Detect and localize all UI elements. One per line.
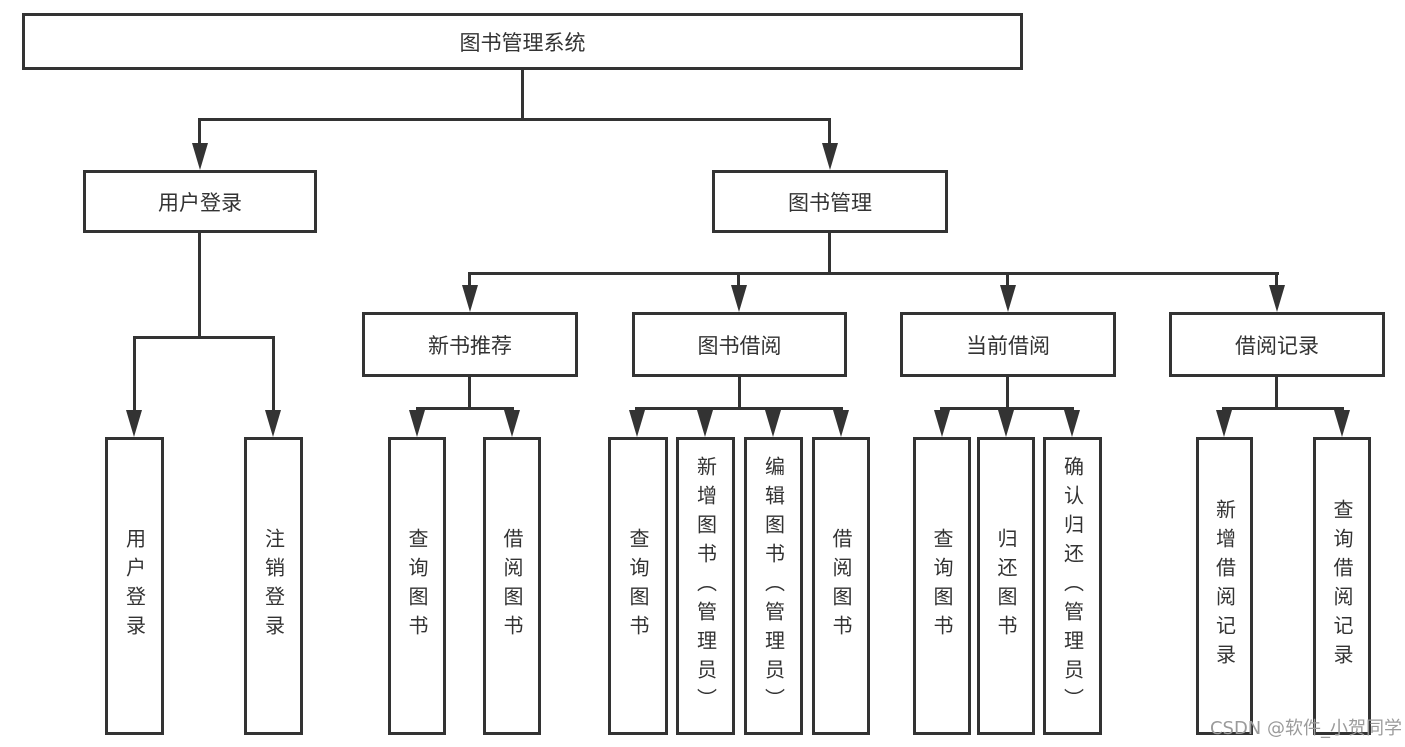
node-current-borrowing: 当前借阅 [900,312,1116,377]
leaf-user-login: 用户登录 [105,437,164,735]
node-label: 新书推荐 [428,333,512,358]
node-book-management: 图书管理 [712,170,948,233]
arrowhead-down-icon [1000,285,1016,312]
connector-line [1275,272,1278,286]
arrowhead-down-icon [1334,410,1350,437]
arrowhead-down-icon [462,285,478,312]
leaf-edit-book-admin: 编辑图书（管理员） [744,437,803,735]
connector-line [198,118,831,121]
leaf-add-book-admin: 新增图书（管理员） [676,437,735,735]
connector-line [468,272,471,286]
leaf-label: 归还图书 [994,528,1018,644]
connector-line [1275,377,1278,407]
leaf-query-books-current: 查询图书 [913,437,971,735]
node-library-management-system: 图书管理系统 [22,13,1023,70]
leaf-label: 确认归还（管理员） [1060,455,1085,717]
node-label: 用户登录 [158,190,242,215]
arrowhead-down-icon [1216,410,1232,437]
arrowhead-down-icon [1269,285,1285,312]
node-label: 当前借阅 [966,333,1050,358]
leaf-label: 借阅图书 [500,528,524,644]
leaf-label: 借阅图书 [829,528,853,644]
leaf-label: 注销登录 [261,528,286,644]
arrowhead-down-icon [192,143,208,170]
connector-line [1222,407,1344,410]
leaf-query-borrow-record: 查询借阅记录 [1313,437,1371,735]
leaf-return-books: 归还图书 [977,437,1035,735]
arrowhead-down-icon [765,410,781,437]
connector-line [1006,377,1009,407]
arrowhead-down-icon [629,410,645,437]
connector-line [133,336,136,411]
node-label: 图书借阅 [697,333,782,358]
leaf-add-borrow-record: 新增借阅记录 [1196,437,1253,735]
connector-line [828,233,831,272]
leaf-label: 用户登录 [122,528,147,644]
connector-line [198,118,201,144]
connector-line [1006,272,1009,286]
arrowhead-down-icon [998,410,1014,437]
leaf-label: 新增借阅记录 [1212,499,1237,673]
node-label: 图书管理 [788,190,872,215]
leaf-label: 查询图书 [626,528,650,644]
leaf-label: 查询图书 [930,528,954,644]
connector-line [468,377,471,407]
node-book-borrowing: 图书借阅 [632,312,847,377]
leaf-label: 查询图书 [405,528,429,644]
connector-line [635,407,843,410]
arrowhead-down-icon [409,410,425,437]
leaf-confirm-return-admin: 确认归还（管理员） [1043,437,1102,735]
csdn-watermark: CSDN @软件_小贺同学 [1209,718,1402,739]
arrowhead-down-icon [833,410,849,437]
leaf-label: 新增图书（管理员） [693,455,718,717]
connector-line [737,272,740,286]
arrowhead-down-icon [504,410,520,437]
connector-line [738,377,741,407]
connector-line [272,336,275,411]
node-label: 图书管理系统 [459,30,586,55]
arrowhead-down-icon [697,410,713,437]
connector-line [416,407,514,410]
arrowhead-down-icon [126,410,142,437]
arrowhead-down-icon [934,410,950,437]
leaf-logout: 注销登录 [244,437,303,735]
connector-line [521,70,524,118]
connector-line [133,336,275,339]
node-borrowing-records: 借阅记录 [1169,312,1385,377]
node-label: 借阅记录 [1235,333,1319,358]
connector-line [828,118,831,144]
node-user-login: 用户登录 [83,170,317,233]
connector-line [468,272,1279,275]
leaf-borrow-books: 借阅图书 [812,437,870,735]
node-new-book-recommendation: 新书推荐 [362,312,578,377]
arrowhead-down-icon [1064,410,1080,437]
leaf-label: 编辑图书（管理员） [761,455,786,717]
leaf-query-books-borrowing: 查询图书 [608,437,668,735]
leaf-label: 查询借阅记录 [1330,499,1354,673]
arrowhead-down-icon [822,143,838,170]
arrowhead-down-icon [731,285,747,312]
arrowhead-down-icon [265,410,281,437]
connector-line [198,233,201,336]
leaf-query-books-recommend: 查询图书 [388,437,446,735]
leaf-borrow-books-recommend: 借阅图书 [483,437,541,735]
